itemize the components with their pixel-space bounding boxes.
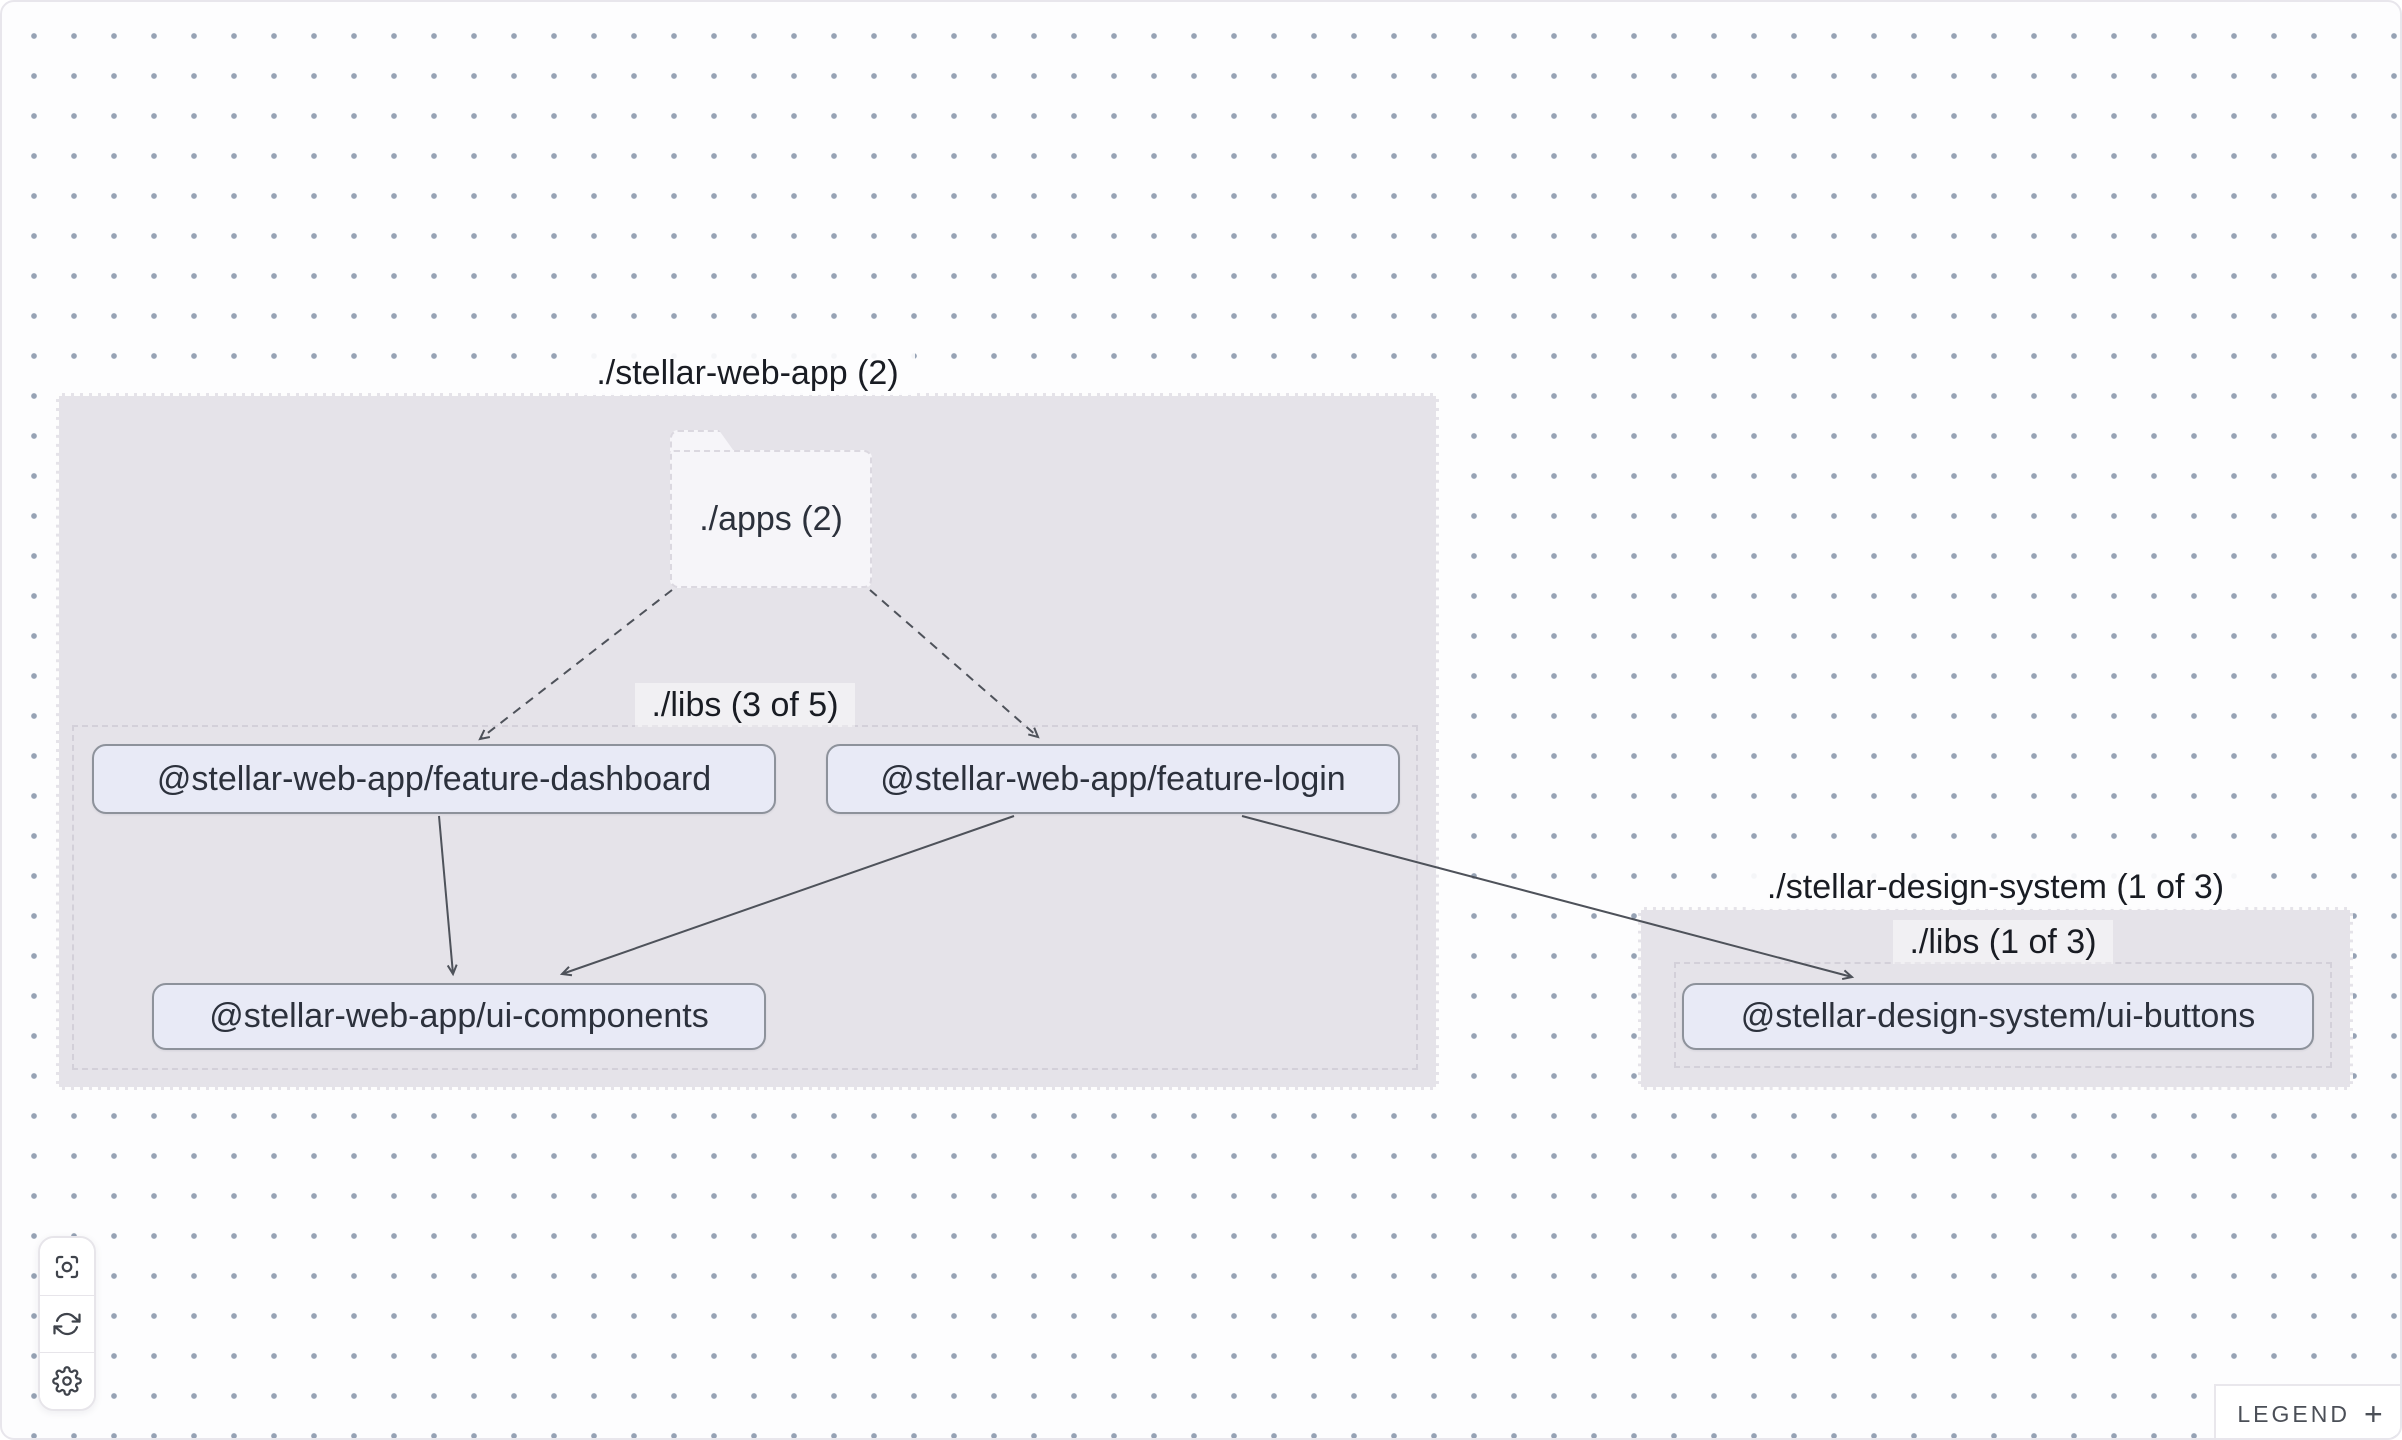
group-label-row: ./libs (3 of 5) <box>72 683 1418 727</box>
group-label-row: ./stellar-design-system (1 of 3) <box>1638 865 2353 909</box>
group-label-design-system-libs: ./libs (1 of 3) <box>1893 920 2113 964</box>
center-graph-button[interactable] <box>40 1238 94 1295</box>
refresh-icon <box>52 1309 82 1339</box>
node-label: @stellar-web-app/ui-components <box>209 997 709 1035</box>
legend-toggle[interactable]: LEGEND + <box>2214 1384 2400 1438</box>
node-label: @stellar-web-app/feature-login <box>880 759 1346 798</box>
legend-label: LEGEND <box>2237 1400 2350 1427</box>
focus-icon <box>52 1252 82 1282</box>
node-apps-folder[interactable]: ./apps (2) <box>670 450 872 588</box>
group-label-stellar-design-system: ./stellar-design-system (1 of 3) <box>1750 865 2241 909</box>
graph-controls-panel <box>38 1236 96 1411</box>
node-label: @stellar-web-app/feature-dashboard <box>156 759 712 798</box>
group-label-web-app-libs: ./libs (3 of 5) <box>635 683 855 727</box>
node-feature-dashboard[interactable]: @stellar-web-app/feature-dashboard <box>92 744 776 814</box>
gear-icon <box>52 1366 82 1396</box>
plus-icon: + <box>2363 1396 2383 1432</box>
group-label-row: ./libs (1 of 3) <box>1674 920 2332 964</box>
group-label-row: ./stellar-web-app (2) <box>56 351 1439 395</box>
apps-folder-label: ./apps (2) <box>699 499 843 538</box>
group-label-stellar-web-app: ./stellar-web-app (2) <box>580 351 915 395</box>
node-feature-login[interactable]: @stellar-web-app/feature-login <box>826 744 1400 814</box>
node-ui-buttons[interactable]: @stellar-design-system/ui-buttons <box>1682 983 2314 1050</box>
settings-button[interactable] <box>40 1352 94 1409</box>
node-ui-components[interactable]: @stellar-web-app/ui-components <box>152 983 766 1050</box>
group-design-system-libs <box>1674 962 2332 1068</box>
node-label: @stellar-design-system/ui-buttons <box>1740 997 2256 1035</box>
refresh-graph-button[interactable] <box>40 1295 94 1352</box>
